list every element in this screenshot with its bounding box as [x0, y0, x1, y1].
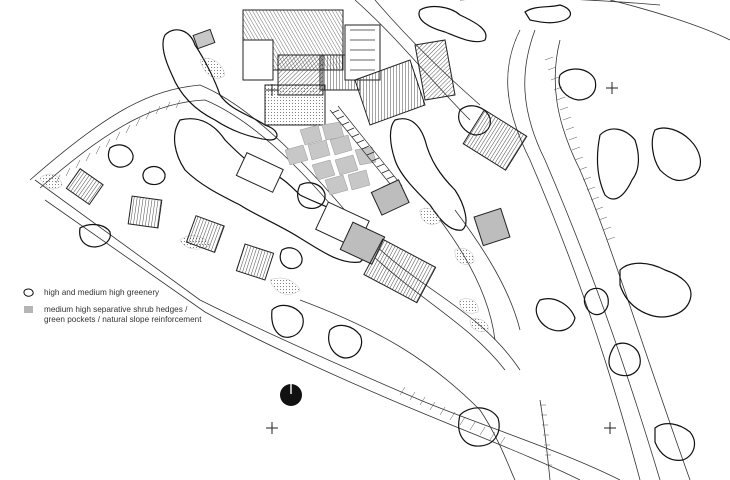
north-arrow-icon — [280, 384, 302, 406]
buildings-mid — [235, 109, 528, 304]
legend-label: medium high separative shrub hedges / — [44, 305, 188, 314]
grid-crosshairs — [266, 82, 618, 434]
slope-hatching — [55, 56, 616, 466]
greenery-outlines — [79, 4, 702, 461]
road-lines — [29, 0, 730, 480]
cabins — [65, 168, 275, 281]
legend-label-line2: green pockets / natural slope reinforcem… — [44, 315, 202, 324]
plaza-tiles — [284, 121, 377, 196]
legend-label: high and medium high greenery — [44, 288, 160, 297]
legend-item: medium high separative shrub hedges / gr… — [22, 305, 201, 325]
legend: high and medium high greenery medium hig… — [22, 288, 201, 332]
shrub-hedges — [39, 58, 489, 332]
buildings-main-complex — [192, 9, 456, 126]
legend-item: high and medium high greenery — [22, 288, 201, 298]
shrub-hatch-icon — [24, 306, 33, 313]
greenery-outline-icon — [23, 288, 34, 297]
stair-ramp — [329, 105, 403, 191]
